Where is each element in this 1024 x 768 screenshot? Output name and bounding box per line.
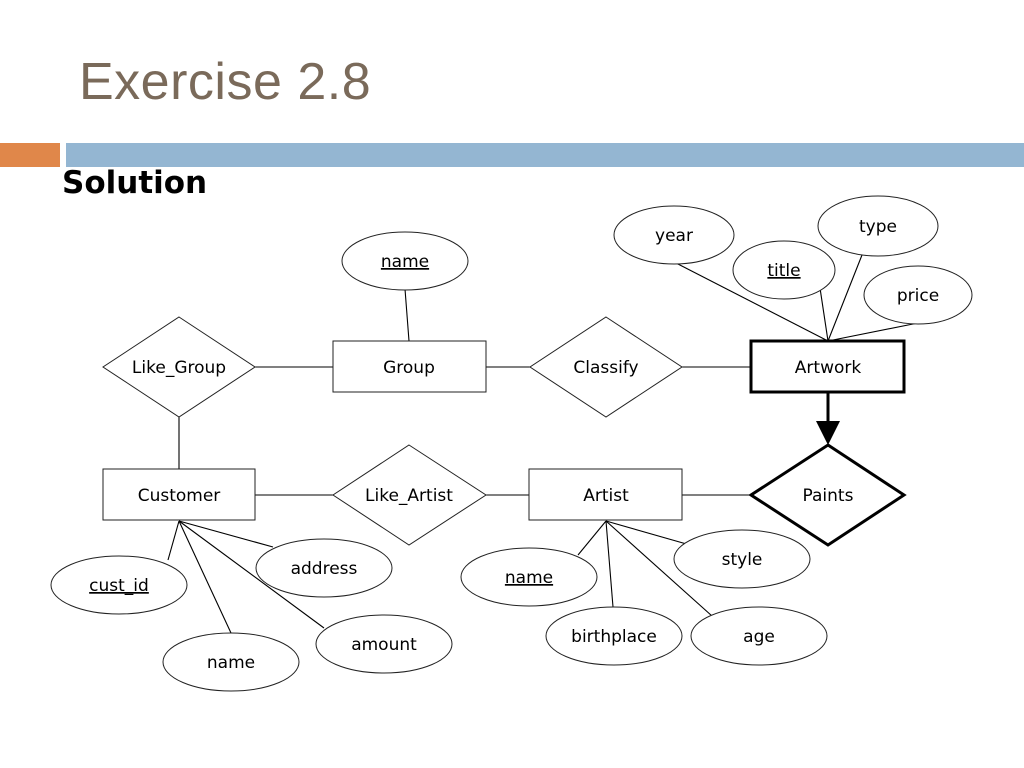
attribute-artist-name: name (460, 547, 598, 607)
entity-artist: Artist (528, 468, 683, 521)
attribute-artwork-type: type (817, 195, 939, 257)
edge-artist-name (577, 520, 607, 556)
edge-artwork-title (819, 287, 829, 342)
entity-group-label: Group (383, 358, 435, 378)
edge-customer-name (178, 520, 232, 634)
edge-artist-birthplace (605, 520, 614, 608)
attribute-customer-cust-id-label: cust_id (89, 576, 149, 596)
accent-bar-orange (0, 143, 60, 167)
attribute-artwork-title-label: title (767, 261, 800, 281)
attribute-customer-name-label: name (207, 653, 255, 673)
attribute-customer-address-label: address (291, 559, 358, 579)
attribute-artist-age: age (690, 606, 828, 666)
edge-artist-age (605, 520, 713, 617)
edge-customer-custid (167, 520, 180, 561)
relationship-paints-label: Paints (803, 486, 854, 506)
attribute-artwork-type-label: type (859, 217, 897, 237)
slide-subtitle: Solution (62, 165, 208, 201)
attribute-artist-style: style (673, 529, 811, 589)
edge-artwork-type (827, 254, 863, 342)
slide-title: Exercise 2.8 (79, 53, 372, 111)
attribute-customer-name: name (162, 632, 300, 692)
attribute-artwork-title: title (732, 240, 836, 300)
attribute-artwork-year-label: year (655, 226, 693, 246)
entity-artwork: Artwork (749, 339, 906, 394)
attribute-artist-birthplace-label: birthplace (571, 627, 657, 647)
attribute-artwork-price: price (863, 265, 973, 325)
entity-customer: Customer (102, 468, 256, 521)
edge-artist-style (605, 520, 691, 546)
edge-customer-amount (178, 520, 325, 629)
edge-artwork-price (827, 322, 919, 342)
entity-customer-label: Customer (138, 486, 221, 506)
attribute-customer-address: address (255, 538, 393, 598)
attribute-customer-cust-id: cust_id (50, 555, 188, 615)
attribute-group-name-label: name (381, 252, 429, 272)
attribute-artist-age-label: age (743, 627, 775, 647)
attribute-artwork-price-label: price (897, 286, 939, 306)
attribute-artist-style-label: style (722, 550, 763, 570)
edge-group-name (404, 288, 410, 342)
relationship-classify-label: Classify (573, 358, 638, 378)
attribute-artwork-year: year (613, 205, 735, 265)
relationship-classify: Classify (529, 316, 683, 418)
connector-lines (167, 254, 919, 634)
relationship-like-artist-label: Like_Artist (365, 486, 453, 506)
attribute-artist-birthplace: birthplace (545, 606, 683, 666)
attribute-customer-amount-label: amount (351, 635, 417, 655)
accent-bar-blue (66, 143, 1024, 167)
entity-group: Group (332, 340, 487, 393)
attribute-customer-amount: amount (315, 614, 453, 674)
relationship-like-group-label: Like_Group (132, 358, 226, 378)
relationship-like-artist: Like_Artist (332, 444, 487, 546)
relationship-like-group: Like_Group (102, 316, 256, 418)
attribute-artist-name-label: name (505, 568, 553, 588)
entity-artist-label: Artist (583, 486, 629, 506)
edge-artwork-year (675, 262, 829, 342)
entity-artwork-label: Artwork (795, 358, 862, 378)
relationship-paints: Paints (748, 443, 907, 547)
attribute-group-name: name (341, 231, 469, 291)
edge-customer-address (178, 520, 274, 548)
